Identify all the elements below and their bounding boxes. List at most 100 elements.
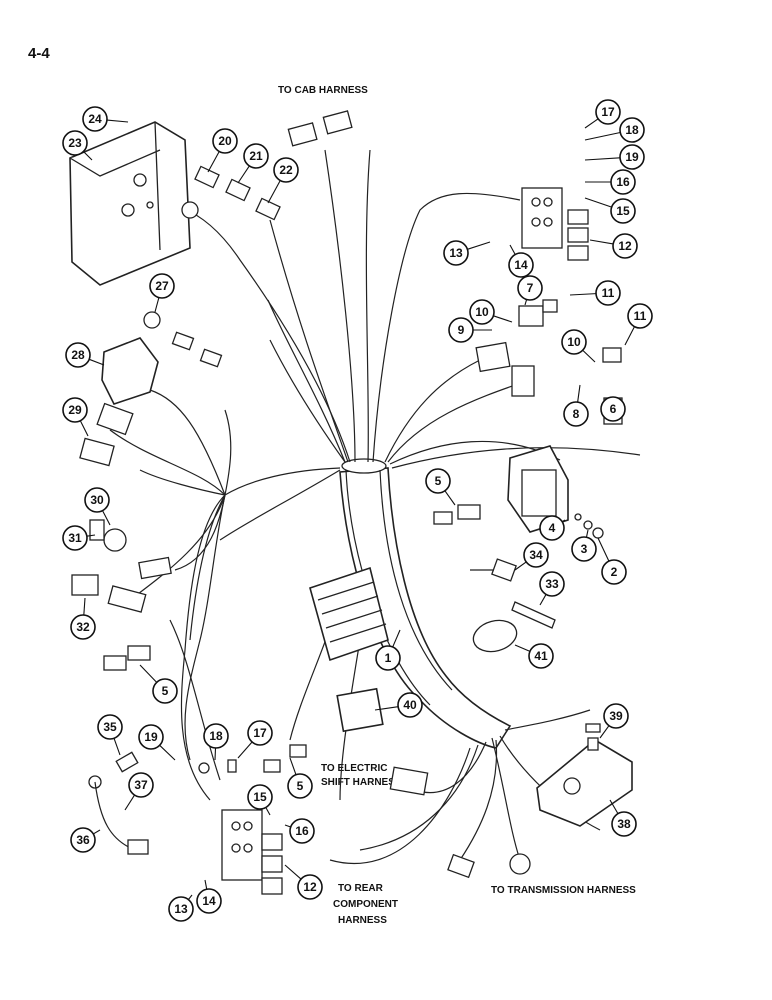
- callout-28: 28: [65, 342, 91, 368]
- callout-leaders: [79, 118, 635, 900]
- callout-21: 21: [243, 143, 269, 169]
- svg-text:31: 31: [68, 531, 82, 545]
- svg-text:11: 11: [602, 286, 615, 300]
- callout-4: 4: [539, 515, 565, 541]
- callout-34: 34: [523, 542, 549, 568]
- svg-text:20: 20: [218, 134, 232, 148]
- callout-30: 30: [84, 487, 110, 513]
- callout-leader-16: [284, 824, 291, 828]
- callout-leader-15: [265, 807, 271, 816]
- callout-leader-35: [113, 738, 121, 756]
- callout-leader-5: [289, 757, 297, 775]
- callout-19: 19: [619, 144, 645, 170]
- sensors-34-33: [470, 558, 556, 629]
- svg-text:16: 16: [616, 175, 630, 189]
- callout-leader-33: [539, 594, 547, 606]
- callout-leader-37: [124, 794, 135, 811]
- callout-leader-17: [237, 741, 253, 759]
- svg-text:37: 37: [134, 778, 148, 792]
- switch-29: [79, 402, 134, 467]
- svg-text:16: 16: [295, 824, 309, 838]
- callout-11: 11: [627, 303, 653, 329]
- callout-31: 31: [62, 525, 88, 551]
- callout-33: 33: [539, 571, 565, 597]
- svg-text:33: 33: [545, 577, 559, 591]
- callout-leader-11: [624, 326, 635, 346]
- callout-leader-38: [609, 799, 619, 814]
- callout-8: 8: [563, 401, 589, 427]
- svg-text:10: 10: [567, 335, 581, 349]
- svg-text:2: 2: [611, 565, 618, 579]
- callout-leader-19: [584, 157, 621, 161]
- callout-leader-34: [514, 561, 527, 571]
- callout-leader-10: [493, 315, 513, 323]
- clamp-41: [472, 619, 518, 653]
- upper-harness-branches: [181, 149, 641, 541]
- callout-17: 17: [595, 99, 621, 125]
- left-harness-bundle: [109, 389, 232, 801]
- cab-harness-connectors: [287, 110, 353, 147]
- callout-22: 22: [273, 157, 299, 183]
- callout-leader-23: [83, 151, 93, 161]
- callout-leader-12: [284, 864, 302, 880]
- callout-5: 5: [152, 678, 178, 704]
- svg-text:7: 7: [527, 281, 534, 295]
- callout-1: 1: [375, 645, 401, 671]
- svg-text:17: 17: [601, 105, 615, 119]
- svg-text:22: 22: [279, 163, 293, 177]
- callout-12: 12: [297, 874, 323, 900]
- fuse-block: [309, 566, 389, 662]
- callout-leader-22: [267, 180, 281, 204]
- controller-connector: [507, 445, 604, 539]
- callout-2: 2: [601, 559, 627, 585]
- svg-text:40: 40: [403, 698, 417, 712]
- callout-40: 40: [397, 692, 423, 718]
- hardware-lower: [198, 744, 307, 774]
- callout-38: 38: [611, 811, 637, 837]
- label-to-electric-shift-harness: TO ELECTRIC SHIFT HARNESS: [321, 763, 402, 788]
- callout-leader-5: [139, 664, 158, 683]
- callout-24: 24: [82, 106, 108, 132]
- callout-15: 15: [610, 198, 636, 224]
- callout-20: 20: [212, 128, 238, 154]
- callout-leader-18: [214, 747, 217, 761]
- relay-block-lower: [221, 809, 283, 895]
- callout-leader-3: [585, 529, 589, 538]
- callout-leader-8: [577, 384, 581, 403]
- svg-text:41: 41: [534, 649, 548, 663]
- svg-text:11: 11: [634, 309, 647, 323]
- callout-5: 5: [425, 468, 451, 494]
- callout-13: 13: [443, 240, 469, 266]
- transmission-connector: [447, 853, 531, 879]
- callout-leader-7: [524, 299, 528, 306]
- callout-leader-36: [93, 829, 101, 835]
- sensors-35-36-37: [88, 751, 149, 855]
- callout-17: 17: [247, 720, 273, 746]
- callout-leader-17: [584, 118, 599, 129]
- svg-text:10: 10: [475, 305, 489, 319]
- callout-leader-39: [599, 725, 610, 739]
- callout-leader-11: [569, 293, 597, 296]
- callout-41: 41: [528, 643, 554, 669]
- callout-leader-18: [584, 131, 621, 141]
- callout-27: 27: [149, 273, 175, 299]
- svg-text:32: 32: [76, 620, 90, 634]
- svg-text:36: 36: [76, 833, 90, 847]
- instrument-cluster-23: [69, 121, 191, 286]
- callout-14: 14: [508, 252, 534, 278]
- svg-text:12: 12: [303, 880, 317, 894]
- callout-13: 13: [168, 896, 194, 922]
- callout-12: 12: [612, 233, 638, 259]
- svg-text:38: 38: [617, 817, 631, 831]
- svg-text:5: 5: [435, 474, 442, 488]
- callout-39: 39: [603, 703, 629, 729]
- relay-28: [101, 337, 159, 405]
- callout-7: 7: [517, 275, 543, 301]
- callout-18: 18: [203, 723, 229, 749]
- svg-text:1: 1: [385, 651, 392, 665]
- callout-leader-31: [86, 534, 96, 537]
- callout-16: 16: [610, 169, 636, 195]
- callout-10: 10: [561, 329, 587, 355]
